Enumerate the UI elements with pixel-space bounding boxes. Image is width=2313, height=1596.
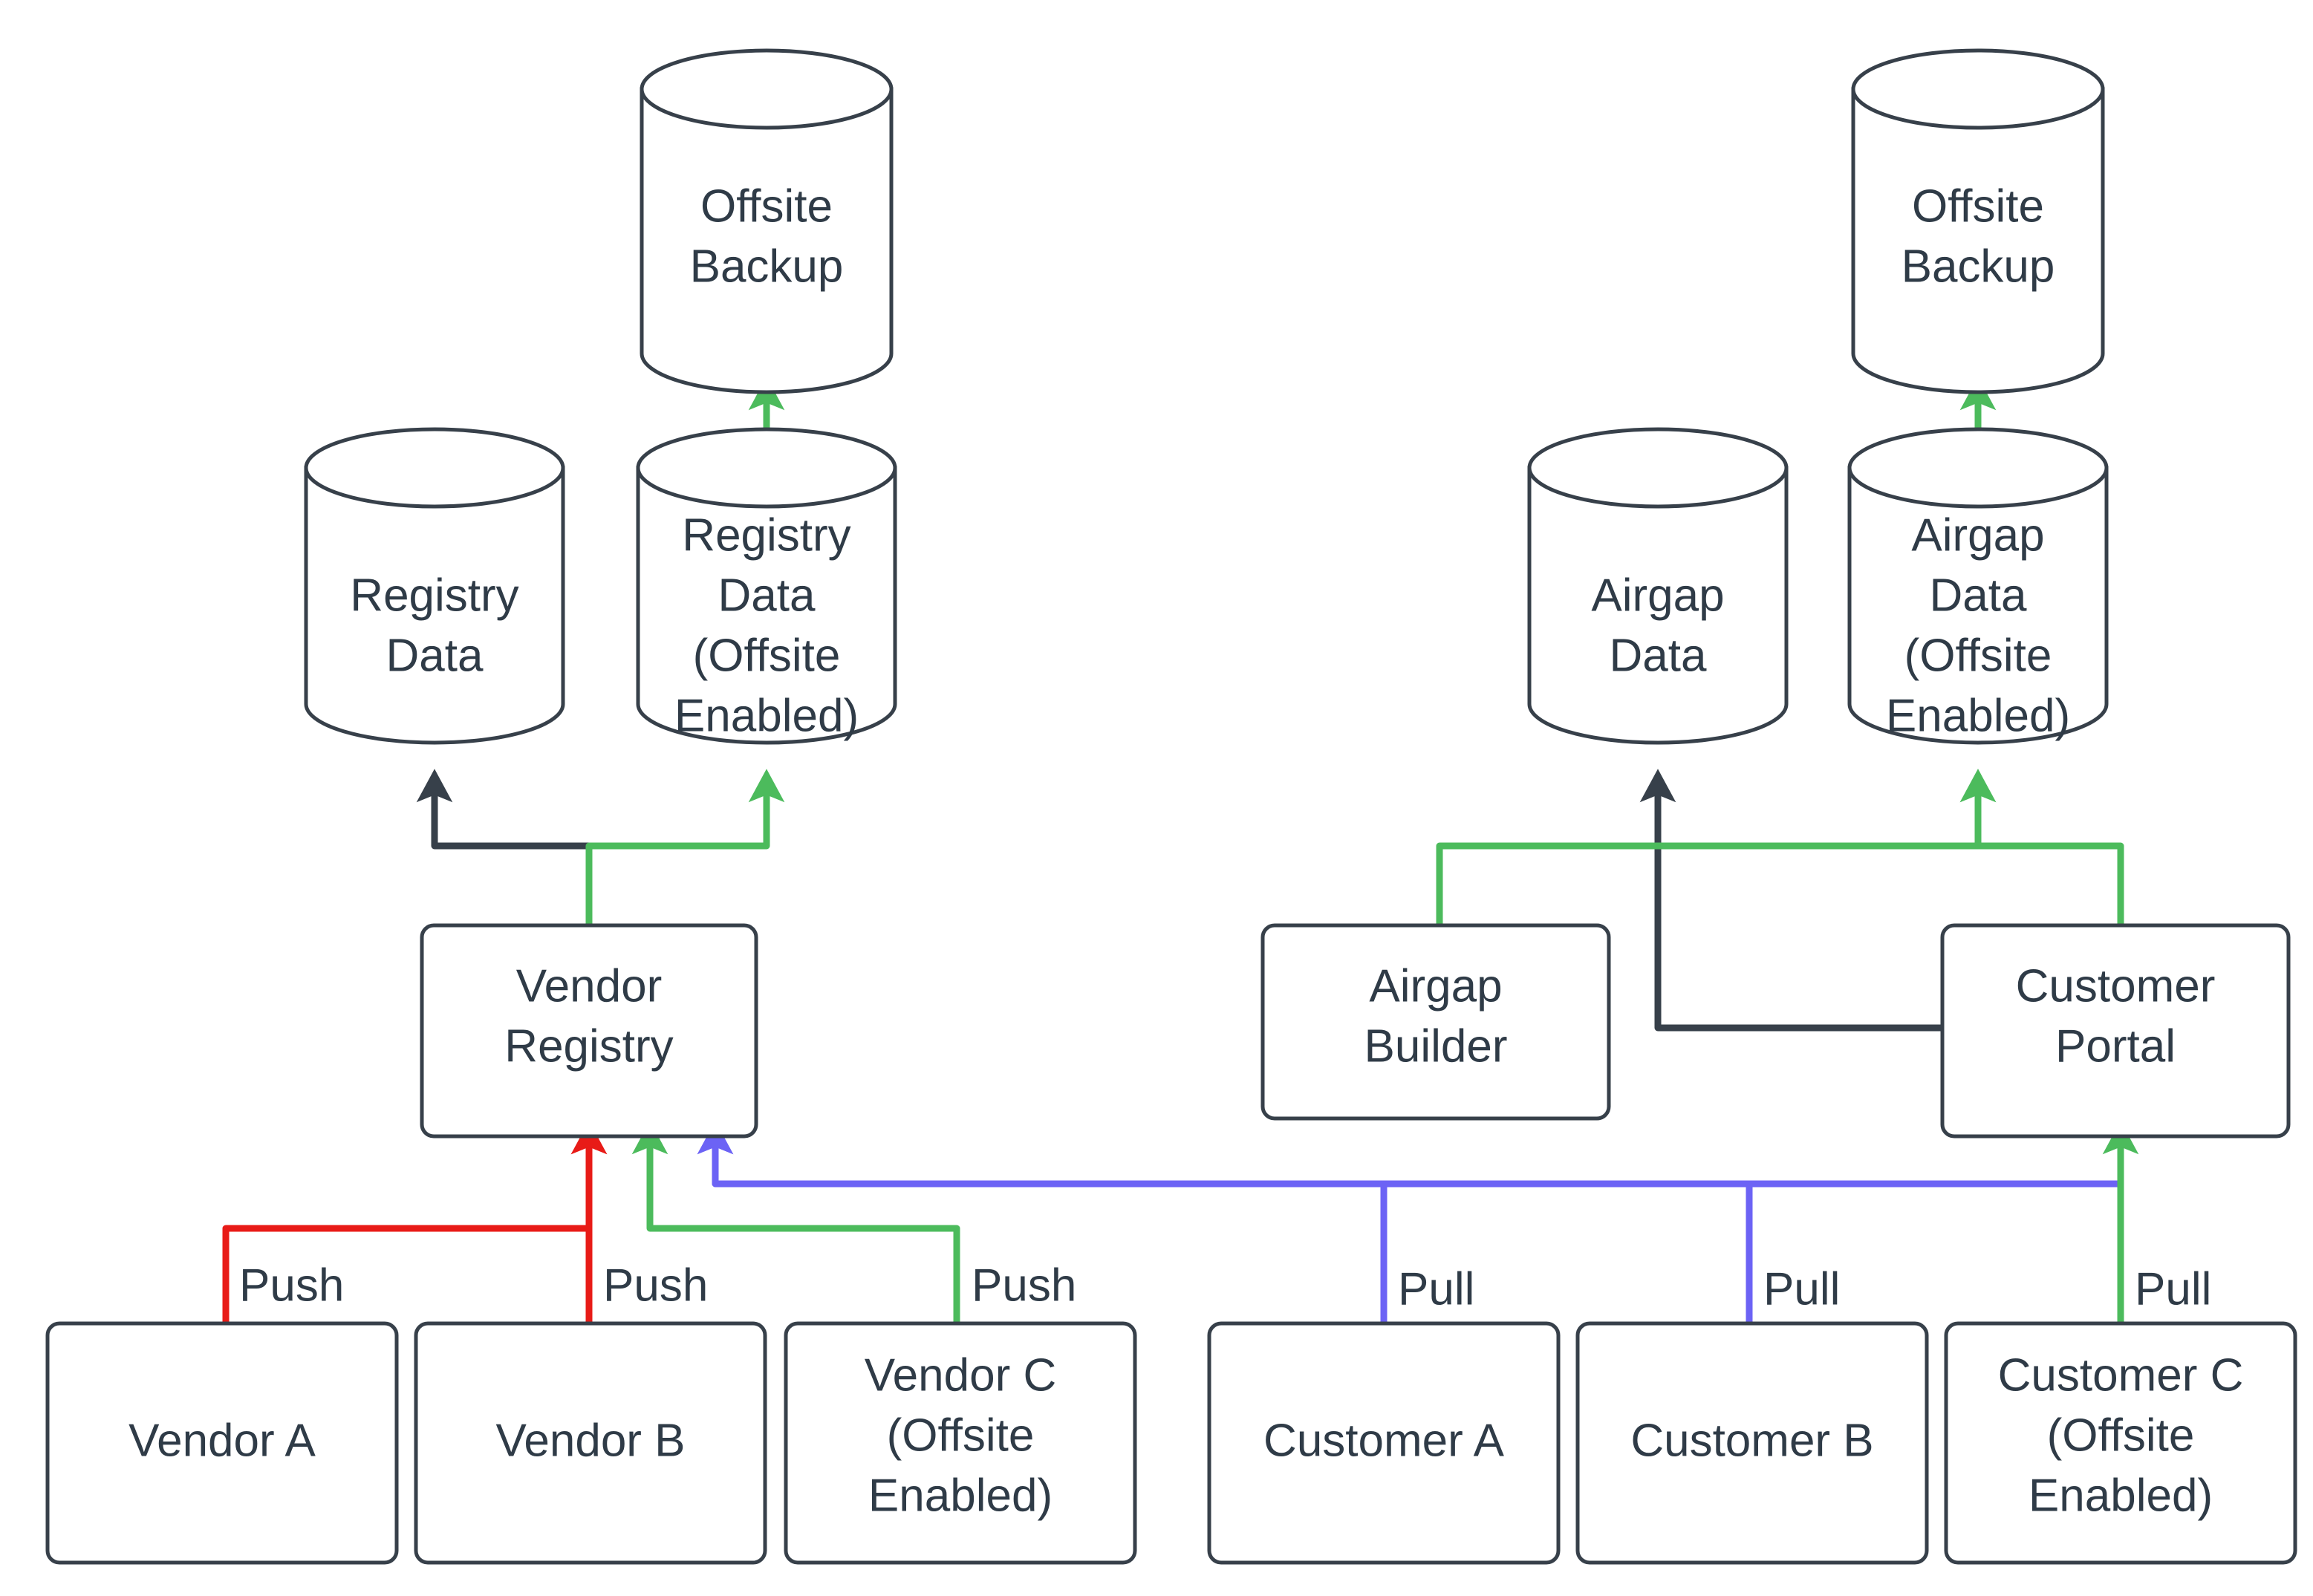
edge-vendorc-to-vendorregistry (631, 1121, 960, 1323)
node-vendor-a[interactable]: Vendor A (45, 1321, 399, 1565)
node-vendor-b[interactable]: Vendor B (414, 1321, 767, 1565)
edge-label-customer-c-pull: Pull (2135, 1263, 2211, 1315)
node-label: (Offsite (693, 630, 841, 681)
node-label: Backup (1902, 241, 2055, 292)
node-label: Backup (690, 241, 844, 292)
node-label: Customer B (1630, 1415, 1873, 1466)
node-label: Airgap (1911, 509, 2044, 561)
edge-customerportal-to-airgapdata (1639, 769, 1942, 1032)
node-label: Data (1930, 570, 2027, 621)
node-airgap-data[interactable]: Airgap Data (1527, 427, 1789, 745)
node-label: Portal (2055, 1020, 2176, 1072)
node-label: Vendor (516, 960, 663, 1012)
node-label: Enabled) (674, 690, 859, 741)
node-label: Enabled) (2029, 1470, 2213, 1521)
node-label: Data (386, 630, 484, 681)
edge-airgapbuilder-to-airgapdataoffsite (1436, 769, 1997, 925)
edge-label-vendor-c-push: Push (972, 1260, 1076, 1311)
node-label: Offsite (1912, 180, 2044, 232)
node-label: Data (718, 570, 816, 621)
edge-label-customer-b-pull: Pull (1763, 1263, 1840, 1315)
edge-label-customer-a-pull: Pull (1398, 1263, 1474, 1315)
node-label: Registry (682, 509, 850, 561)
node-label: Enabled) (1886, 690, 2070, 741)
node-label: Data (1610, 630, 1707, 681)
node-customer-c[interactable]: Customer C (Offsite Enabled) (1944, 1321, 2297, 1565)
edge-label-layer: Push Push Push Pull Pull Pull (239, 1260, 2211, 1315)
node-vendor-registry[interactable]: Vendor Registry (420, 923, 758, 1139)
node-label: Customer (2016, 960, 2216, 1012)
node-label: Vendor B (495, 1415, 685, 1466)
node-label: (Offsite (2047, 1410, 2195, 1461)
node-registry-data[interactable]: Registry Data (304, 427, 565, 745)
node-vendor-c[interactable]: Vendor C (Offsite Enabled) (784, 1321, 1137, 1565)
node-label: (Offsite (1904, 630, 2052, 681)
node-label: Builder (1364, 1020, 1508, 1072)
node-label: Airgap (1369, 960, 1502, 1012)
node-label: Vendor C (865, 1349, 1057, 1401)
node-airgap-data-offsite[interactable]: Airgap Data (Offsite Enabled) (1847, 427, 2109, 745)
edge-vendorregistry-to-registrydataoffsite (585, 769, 785, 925)
node-offsite-backup-left[interactable]: Offsite Backup (640, 48, 894, 394)
node-customer-portal[interactable]: Customer Portal (1940, 923, 2291, 1139)
edge-customerportal-to-airgapdataoffsite (1959, 769, 2124, 925)
node-label: Registry (350, 570, 518, 621)
node-label: Airgap (1591, 570, 1724, 621)
node-label: Vendor A (128, 1415, 316, 1466)
edge-vendorregistry-to-registrydata (416, 769, 593, 925)
node-label: Enabled) (868, 1470, 1053, 1521)
node-customer-b[interactable]: Customer B (1575, 1321, 1929, 1565)
node-label: Registry (504, 1020, 673, 1072)
node-label: Customer C (1998, 1349, 2244, 1401)
node-label: (Offsite (887, 1410, 1035, 1461)
node-airgap-builder[interactable]: Airgap Builder (1260, 923, 1611, 1121)
edge-label-vendor-a-push: Push (239, 1260, 344, 1311)
node-label: Customer A (1263, 1415, 1505, 1466)
edge-layer (222, 377, 2139, 1323)
node-registry-data-offsite[interactable]: Registry Data (Offsite Enabled) (636, 427, 897, 745)
edge-label-vendor-b-push: Push (603, 1260, 708, 1311)
node-label: Offsite (700, 180, 833, 232)
node-offsite-backup-right[interactable]: Offsite Backup (1851, 48, 2105, 394)
node-customer-a[interactable]: Customer A (1207, 1321, 1561, 1565)
